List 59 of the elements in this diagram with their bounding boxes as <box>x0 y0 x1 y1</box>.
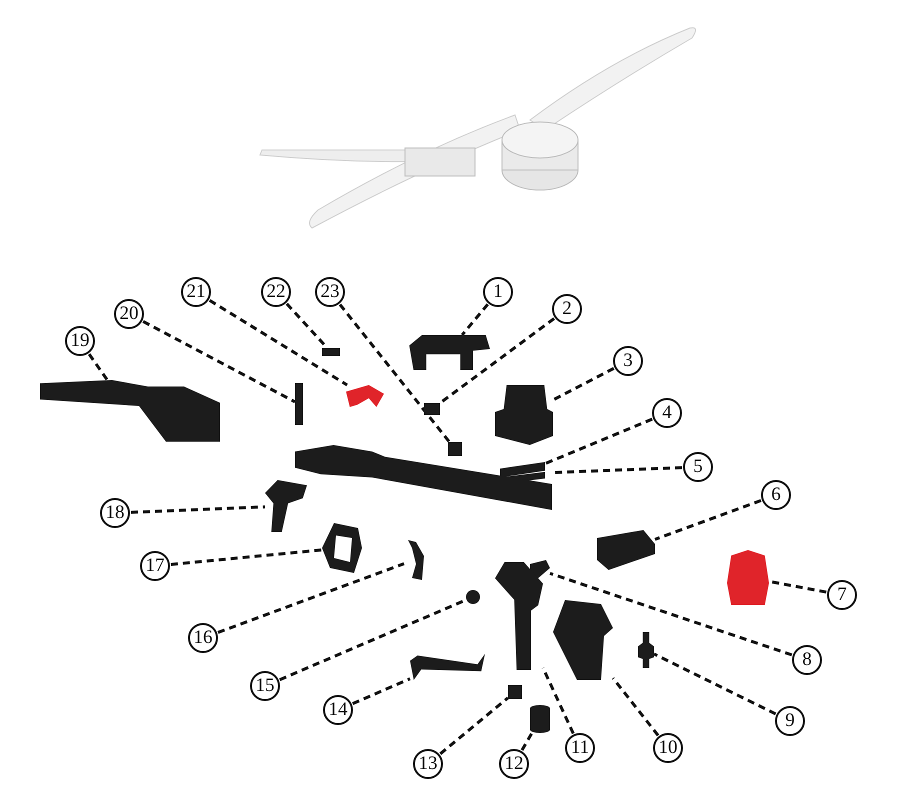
bracket-part <box>265 480 307 532</box>
callout-number: 19 <box>65 326 95 356</box>
callout-number: 22 <box>261 277 291 307</box>
leader-line <box>552 367 614 402</box>
callout-number: 5 <box>683 452 713 482</box>
clamp-cover-part <box>727 550 769 605</box>
leader-line <box>550 572 792 656</box>
callout-number: 4 <box>652 398 682 428</box>
leader-line <box>208 299 348 386</box>
callout-number: 20 <box>114 299 144 329</box>
leader-line <box>460 303 489 336</box>
folding-joint-part <box>553 600 613 680</box>
callout-number: 7 <box>827 580 857 610</box>
callout-number: 17 <box>140 551 170 581</box>
leader-line <box>130 505 266 514</box>
spring-pin-part <box>322 348 340 356</box>
leader-line <box>88 353 108 381</box>
leader-line <box>439 317 556 404</box>
leader-line <box>338 304 451 443</box>
callout-number: 1 <box>483 277 513 307</box>
leader-line <box>612 677 660 736</box>
callout-number: 11 <box>565 733 595 763</box>
callout-number: 18 <box>100 498 130 528</box>
callout-number: 21 <box>181 277 211 307</box>
callout-number: 10 <box>653 733 683 763</box>
screw-part <box>508 685 522 699</box>
leader-line <box>170 548 322 566</box>
callout-number: 23 <box>315 277 345 307</box>
nut-part <box>448 442 462 456</box>
callout-number: 8 <box>792 645 822 675</box>
callout-number: 14 <box>323 695 353 725</box>
ring-clamp-part <box>322 523 362 573</box>
callout-number: 13 <box>413 749 443 779</box>
arm-tube-part <box>295 445 552 510</box>
callout-number: 12 <box>499 749 529 779</box>
nut-part <box>424 403 440 415</box>
callout-number: 9 <box>775 706 805 736</box>
pin-part <box>295 383 303 425</box>
leader-line <box>654 499 762 541</box>
callout-number: 2 <box>552 294 582 324</box>
leader-line <box>217 562 405 634</box>
connector-part <box>638 632 654 668</box>
bushing-part <box>530 705 550 733</box>
leader-line <box>653 652 776 716</box>
latch-part <box>346 385 384 407</box>
sleeve-part <box>597 530 655 570</box>
leader-line <box>520 732 534 751</box>
grip-part <box>495 562 543 670</box>
callout-number: 15 <box>250 671 280 701</box>
leader-line <box>544 418 653 466</box>
callout-number: 3 <box>613 346 643 376</box>
leader-line <box>439 696 509 755</box>
ball-part <box>466 590 480 604</box>
leader-line <box>542 667 575 734</box>
callout-number: 6 <box>761 480 791 510</box>
leader-line <box>352 677 411 706</box>
leader-line <box>142 320 296 404</box>
callout-number: 16 <box>188 623 218 653</box>
motor-mount-part <box>495 385 553 445</box>
